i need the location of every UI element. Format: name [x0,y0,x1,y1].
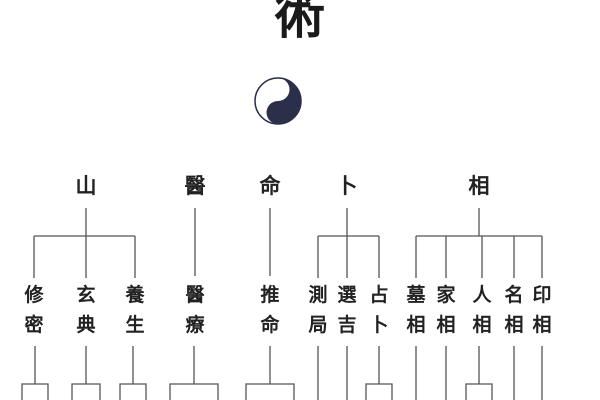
category-node: 命 [259,173,281,198]
yin-yang-icon [254,77,302,125]
leaf-char: 選 [337,284,357,306]
leaf-char: 命 [260,314,280,336]
leaf-char: 相 [532,314,552,336]
leaf-node: 推命 [259,280,281,340]
leaf-char: 修 [24,284,44,306]
leaf-node: 養生 [124,280,146,340]
leaf-node: 測局 [307,280,329,340]
leaf-char: 墓 [406,284,426,306]
leaf-node: 墓相 [405,280,427,340]
child-box [365,383,393,400]
leaf-char: 占 [369,284,389,306]
child-box [119,383,147,400]
leaf-char: 卜 [369,314,389,336]
leaf-node: 玄典 [75,280,97,340]
leaf-char: 生 [125,314,145,336]
leaf-char: 吉 [337,314,357,336]
leaf-node: 人相 [471,280,493,340]
diagram-title: 術 [275,0,325,45]
category-node: 醫 [184,173,206,198]
leaf-node: 修密 [23,280,45,340]
leaf-char: 相 [504,314,524,336]
leaf-node: 印相 [531,280,553,340]
leaf-char: 密 [24,314,44,336]
leaf-node: 選吉 [336,280,358,340]
leaf-char: 療 [185,314,205,336]
leaf-char: 養 [125,284,145,306]
leaf-char: 家 [436,284,456,306]
leaf-char: 玄 [76,284,96,306]
leaf-char: 醫 [185,284,205,306]
leaf-node: 名相 [503,280,525,340]
leaf-char: 名 [504,284,524,306]
leaf-char: 相 [472,314,492,336]
category-node: 相 [468,173,490,198]
leaf-char: 推 [260,284,280,306]
child-box [71,383,101,400]
leaf-char: 相 [406,314,426,336]
leaf-char: 局 [308,314,328,336]
leaf-node: 家相 [435,280,457,340]
category-node: 山 [75,173,97,198]
leaf-char: 印 [532,284,552,306]
child-box [21,383,49,400]
category-node: 卜 [336,173,358,198]
leaf-char: 典 [76,314,96,336]
leaf-char: 相 [436,314,456,336]
leaf-char: 測 [308,284,328,306]
child-box [465,383,493,400]
leaf-char: 人 [472,284,492,306]
leaf-node: 占卜 [368,280,390,340]
child-box [245,383,295,400]
child-box [169,383,219,400]
leaf-node: 醫療 [184,280,206,340]
